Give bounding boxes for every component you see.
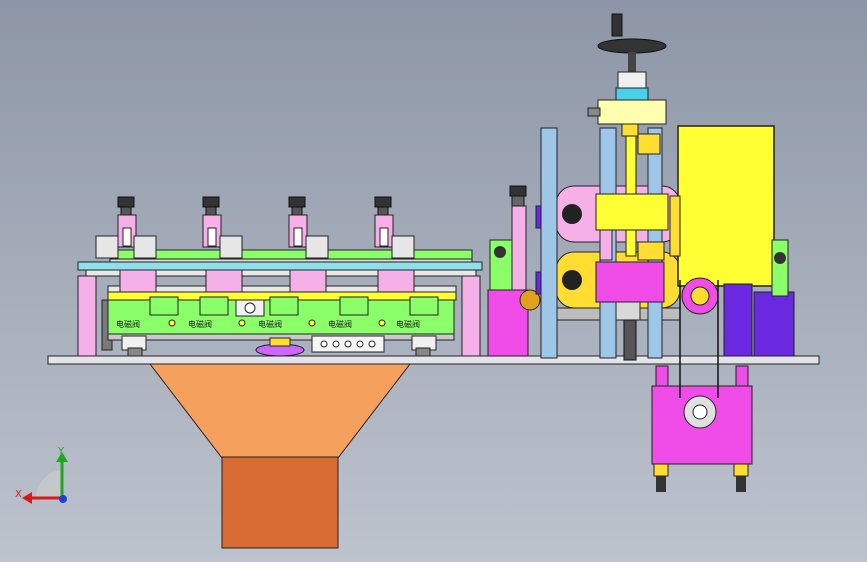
- pink-cylinder: [487, 185, 541, 357]
- control-cabinet: [669, 125, 795, 357]
- hopper-spout: [221, 456, 339, 549]
- valve-label-1: 电磁阀: [116, 319, 140, 329]
- green-strip: [109, 249, 473, 260]
- left-fixture: 电磁阀 电磁阀 电磁阀 电磁阀 电磁阀: [77, 249, 483, 357]
- clamp-knobs: [95, 196, 415, 259]
- handwheel-assembly: [587, 13, 669, 361]
- handwheel: [597, 38, 667, 54]
- axis-x-label: X: [15, 489, 22, 500]
- hopper-funnel: [148, 363, 412, 459]
- valve-label-2: 电磁阀: [188, 319, 212, 329]
- axis-triad: Y X: [15, 446, 68, 504]
- valve-label-5: 电磁阀: [396, 319, 420, 329]
- axis-y-label: Y: [57, 446, 65, 457]
- valve-label-4: 电磁阀: [328, 319, 352, 329]
- base-plate: [47, 355, 820, 365]
- valve-label-3: 电磁阀: [258, 319, 282, 329]
- top-rail: [77, 261, 483, 271]
- lower-drive: [651, 280, 753, 492]
